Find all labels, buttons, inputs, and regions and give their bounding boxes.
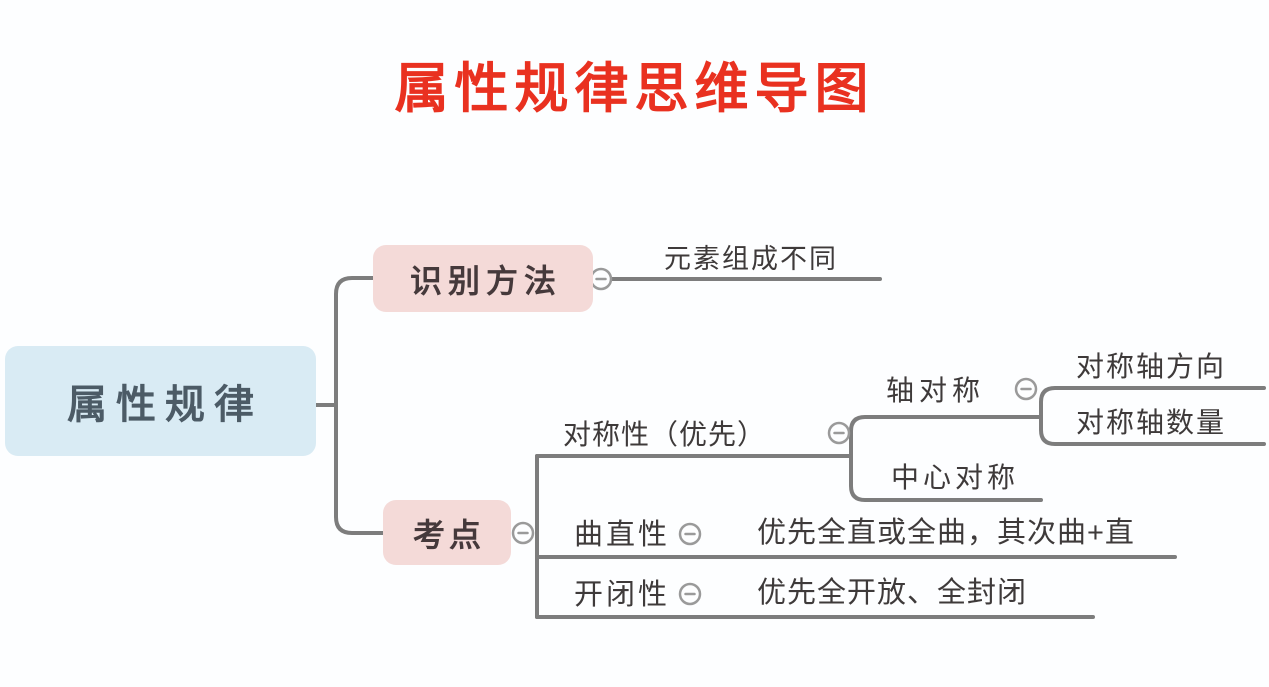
connector-central-line	[849, 454, 1043, 502]
node-curve-straight-note[interactable]: 优先全直或全曲，其次曲+直	[757, 517, 1135, 549]
connector-axial-line	[849, 415, 1043, 458]
page-title: 属性规律思维导图	[394, 59, 875, 119]
node-curve-straight[interactable]: 曲直性	[574, 519, 671, 551]
node-axial-symmetry[interactable]: 轴对称	[886, 375, 986, 406]
collapse-icon[interactable]	[678, 522, 702, 546]
node-root[interactable]: 属性规律	[5, 346, 316, 456]
node-recognition-method[interactable]: 识别方法	[373, 245, 593, 312]
connector-axial-direction-line	[1039, 386, 1266, 419]
node-symmetry-priority[interactable]: 对称性（优先）	[563, 419, 767, 450]
node-element-composition[interactable]: 元素组成不同	[664, 244, 838, 274]
node-open-closed[interactable]: 开闭性	[574, 579, 671, 611]
node-key-points[interactable]: 考点	[383, 500, 511, 565]
node-central-symmetry[interactable]: 中心对称	[891, 462, 1020, 493]
node-symmetry-axis-count[interactable]: 对称轴数量	[1076, 407, 1227, 438]
node-symmetry-axis-direction[interactable]: 对称轴方向	[1076, 351, 1227, 382]
collapse-icon[interactable]	[1014, 377, 1038, 401]
collapse-icon[interactable]	[827, 421, 851, 445]
collapse-icon[interactable]	[589, 267, 613, 291]
connector-axial-count-line	[1039, 415, 1266, 446]
collapse-icon[interactable]	[511, 521, 535, 545]
connector-root-bracket	[334, 276, 385, 535]
node-open-closed-note[interactable]: 优先全开放、全封闭	[757, 577, 1028, 609]
collapse-icon[interactable]	[678, 582, 702, 606]
